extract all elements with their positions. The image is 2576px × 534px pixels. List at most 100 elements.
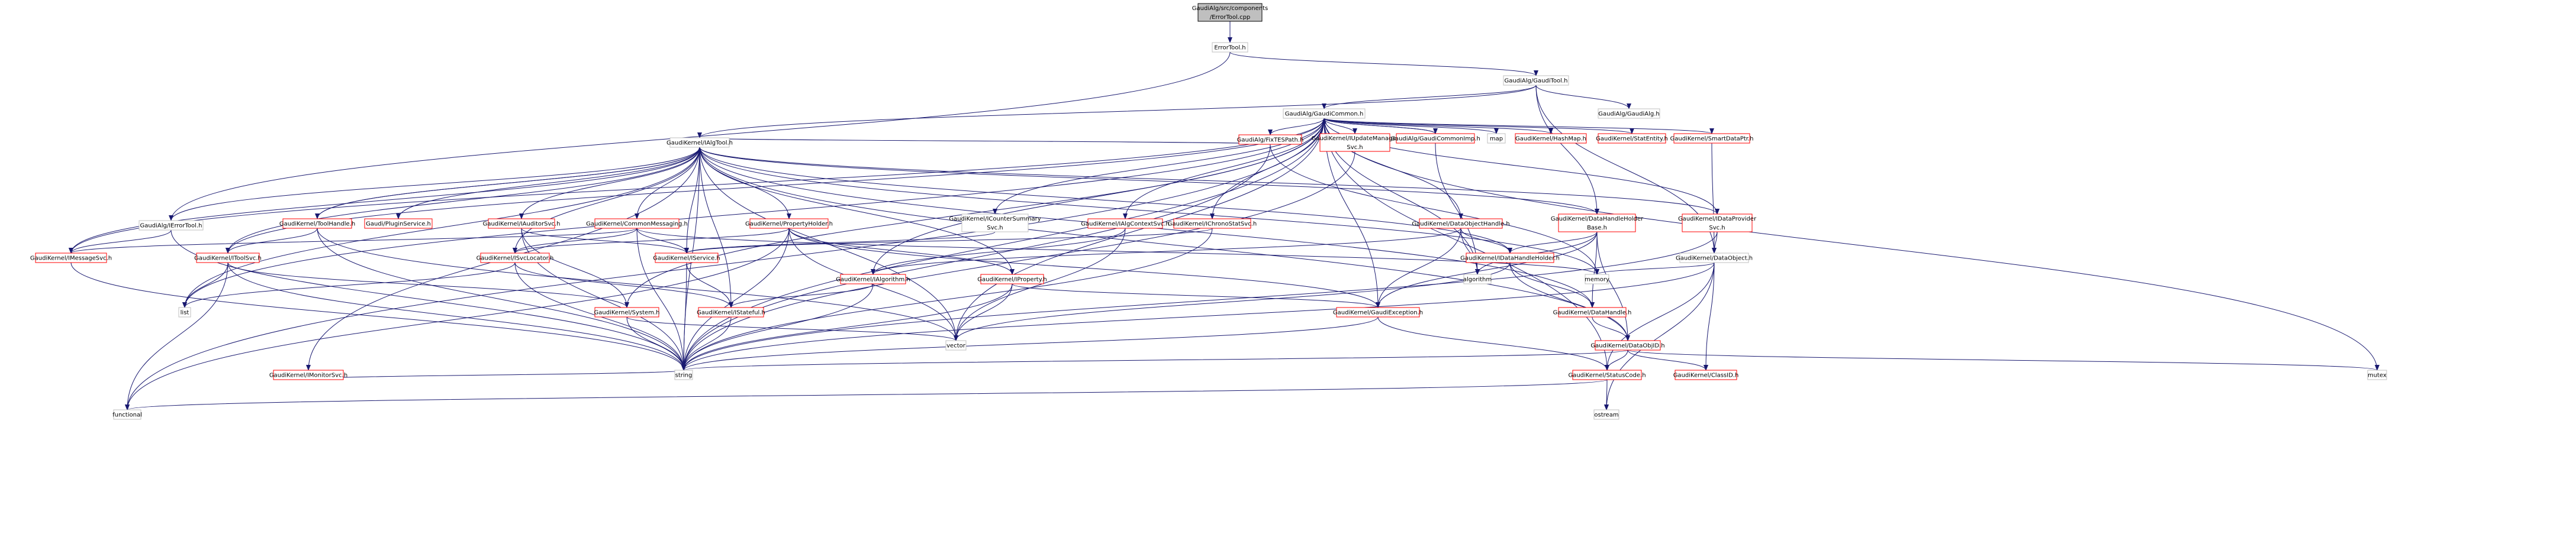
edge-system-to-vector <box>626 316 958 341</box>
node-memory[interactable]: memory <box>1585 274 1609 284</box>
node-smartdataptr-box <box>1673 133 1750 144</box>
node-system-label-0: GaudiKernel/System.h <box>594 310 660 316</box>
node-iproperty[interactable]: GaudiKernel/IProperty.h <box>977 274 1047 284</box>
edge-ialgtool-to-memory <box>699 147 1599 275</box>
node-errortool_cpp[interactable]: GaudiAlg/src/components/ErrorTool.cpp <box>1192 3 1268 22</box>
edge-dataobject-to-memory <box>1595 262 1715 275</box>
node-igaudi_errortool[interactable]: GaudiAlg/IErrorTool.h <box>139 220 204 231</box>
node-hashmap[interactable]: GaudiKernel/HashMap.h <box>1515 133 1587 144</box>
edge-imonitorsvc-to-string <box>308 370 686 380</box>
node-isvclocator[interactable]: GaudiKernel/ISvcLocator.h <box>476 253 554 263</box>
node-ostream[interactable]: ostream <box>1593 409 1619 420</box>
node-itoolsvc[interactable]: GaudiKernel/IToolSvc.h <box>194 253 262 263</box>
node-vector-label-0: vector <box>946 343 966 349</box>
edge-ichronostatsvc-to-string <box>681 228 1213 371</box>
node-statuscode[interactable]: GaudiKernel/StatusCode.h <box>1568 370 1646 380</box>
edge-gaudi_common-to-idataprovider <box>1324 118 1720 215</box>
node-gaudi_tool[interactable]: GaudiAlg/GaudiTool.h <box>1503 75 1569 86</box>
node-list[interactable]: list <box>178 307 191 318</box>
node-gaudi_common[interactable]: GaudiAlg/GaudiCommon.h <box>1283 108 1366 119</box>
node-gaudi_alg[interactable]: GaudiAlg/GaudiAlg.h <box>1598 108 1660 119</box>
edge-ialgtool-to-iproperty <box>699 147 1015 275</box>
edge-iauditorsvc-to-iservice <box>521 228 689 254</box>
node-errortool_h-box <box>1212 42 1248 53</box>
node-imessagesvc-label-0: GaudiKernel/IMessageSvc.h <box>30 255 112 262</box>
edge-propertyholder-to-isvclocator <box>513 228 790 254</box>
edge-ialgtool-to-iauditorsvc <box>519 147 700 219</box>
node-memory-box <box>1585 274 1609 284</box>
node-iauditorsvc[interactable]: GaudiKernel/IAuditorSvc.h <box>483 218 561 229</box>
node-commonmessaging[interactable]: GaudiKernel/CommonMessaging.h <box>586 218 688 229</box>
node-ialgcontextsvc[interactable]: GaudiKernel/IAlgContextSvc.h <box>1081 218 1170 229</box>
edge-gaudi_common-to-statentity <box>1324 118 1634 134</box>
node-toolhandle-label-0: GaudiKernel/ToolHandle.h <box>279 221 355 228</box>
node-imonitorsvc[interactable]: GaudiKernel/IMonitorSvc.h <box>269 370 347 380</box>
node-fixtespath[interactable]: GaudiAlg/FixTESPath.h <box>1237 134 1304 145</box>
node-counter_summary-box <box>961 213 1029 232</box>
node-string-label-0: string <box>675 373 693 379</box>
node-hashmap-label-0: GaudiKernel/HashMap.h <box>1515 136 1586 143</box>
edge-gaudicommonimp-to-gaudi_common <box>1322 118 1436 134</box>
node-functional[interactable]: functional <box>112 409 142 420</box>
node-isvclocator-box <box>480 253 550 263</box>
node-gaudicommonimp-label-0: GaudiAlg/GaudiCommonImp.h <box>1390 136 1480 143</box>
node-vector[interactable]: vector <box>945 340 967 351</box>
node-imessagesvc[interactable]: GaudiKernel/IMessageSvc.h <box>30 253 112 263</box>
edge-ichronostatsvc-to-iservice <box>684 228 1213 254</box>
node-iservice[interactable]: GaudiKernel/IService.h <box>653 253 720 263</box>
node-classid[interactable]: GaudiKernel/ClassID.h <box>1673 370 1739 380</box>
edge-igaudi_errortool-to-string <box>170 229 686 371</box>
node-ichronostatsvc-label-0: GaudiKernel/IChronoStatSvc.h <box>1168 221 1257 228</box>
node-ichronostatsvc[interactable]: GaudiKernel/IChronoStatSvc.h <box>1168 218 1257 229</box>
node-string[interactable]: string <box>674 370 693 380</box>
edge-dataobject-to-string <box>681 262 1715 371</box>
node-dataobject[interactable]: GaudiKernel/DataObject.h <box>1676 253 1753 263</box>
edge-gaudi_common-to-string <box>681 118 1325 371</box>
node-gaudicommonimp[interactable]: GaudiAlg/GaudiCommonImp.h <box>1390 133 1480 144</box>
node-dataobjid[interactable]: GaudiKernel/DataObjID.h <box>1590 340 1665 351</box>
edge-gaudi_common-to-ialgcontextsvc <box>1123 118 1325 219</box>
node-istateful-label-0: GaudiKernel/IStateful.h <box>697 310 765 316</box>
node-errortool_h[interactable]: ErrorTool.h <box>1212 42 1248 53</box>
node-ialgorithm[interactable]: GaudiKernel/IAlgorithm.h <box>836 274 910 284</box>
node-algorithm-box <box>1463 274 1492 284</box>
edge-toolhandle-to-itoolsvc <box>226 228 318 254</box>
node-smartdataptr[interactable]: GaudiKernel/SmartDataPtr.h <box>1670 133 1754 144</box>
edge-iservice-to-string <box>681 262 687 371</box>
node-commonmessaging-box <box>594 218 680 229</box>
node-ipluginservice[interactable]: Gaudi/PluginService.h <box>364 218 433 229</box>
edge-ialgcontextsvc-to-vector <box>954 228 1126 341</box>
node-propertyholder[interactable]: GaudiKernel/PropertyHolder.h <box>745 218 833 229</box>
node-mutex[interactable]: mutex <box>2367 370 2387 380</box>
node-ichronostatsvc-box <box>1173 218 1251 229</box>
edge-fixtespath-to-ialgtool <box>698 137 1271 145</box>
nodes-layer: GaudiAlg/src/components/ErrorTool.cppErr… <box>30 3 2387 420</box>
edge-igaudi_errortool-to-imessagesvc <box>69 229 172 254</box>
node-dataobjecthandle-label-0: GaudiKernel/DataObjectHandle.h <box>1412 221 1509 228</box>
node-datahandle[interactable]: GaudiKernel/DataHandle.h <box>1553 307 1632 318</box>
edge-counter_summary-to-iservice <box>684 231 996 254</box>
node-gaudiexception[interactable]: GaudiKernel/GaudiException.h <box>1333 307 1423 318</box>
node-map[interactable]: map <box>1487 133 1506 144</box>
node-algorithm[interactable]: algorithm <box>1463 274 1492 284</box>
edge-igaudi_errortool-to-ialgtool <box>170 147 702 221</box>
node-ipluginservice-box <box>364 218 433 229</box>
node-dataobjecthandle[interactable]: GaudiKernel/DataObjectHandle.h <box>1412 218 1510 229</box>
edge-dataobjecthandle-to-idatahandleholder <box>1460 228 1512 254</box>
node-statentity[interactable]: GaudiKernel/StatEntity.h <box>1596 133 1668 144</box>
node-toolhandle[interactable]: GaudiKernel/ToolHandle.h <box>279 218 355 229</box>
node-ialgtool[interactable]: GaudiKernel/IAlgTool.h <box>666 137 733 148</box>
node-datahandleholderbase-box <box>1558 213 1636 232</box>
node-idatahandleholder-box <box>1466 253 1554 263</box>
node-idatahandleholder[interactable]: GaudiKernel/IDataHandleHolder.h <box>1460 253 1560 263</box>
edge-dataobject-to-ostream <box>1604 262 1715 410</box>
edge-gaudi_common-to-hashmap <box>1324 118 1553 134</box>
node-istateful[interactable]: GaudiKernel/IStateful.h <box>697 307 765 318</box>
edge-dataobjecthandle-to-algorithm <box>1460 228 1480 275</box>
node-system[interactable]: GaudiKernel/System.h <box>594 307 660 318</box>
node-list-label-0: list <box>181 310 189 316</box>
